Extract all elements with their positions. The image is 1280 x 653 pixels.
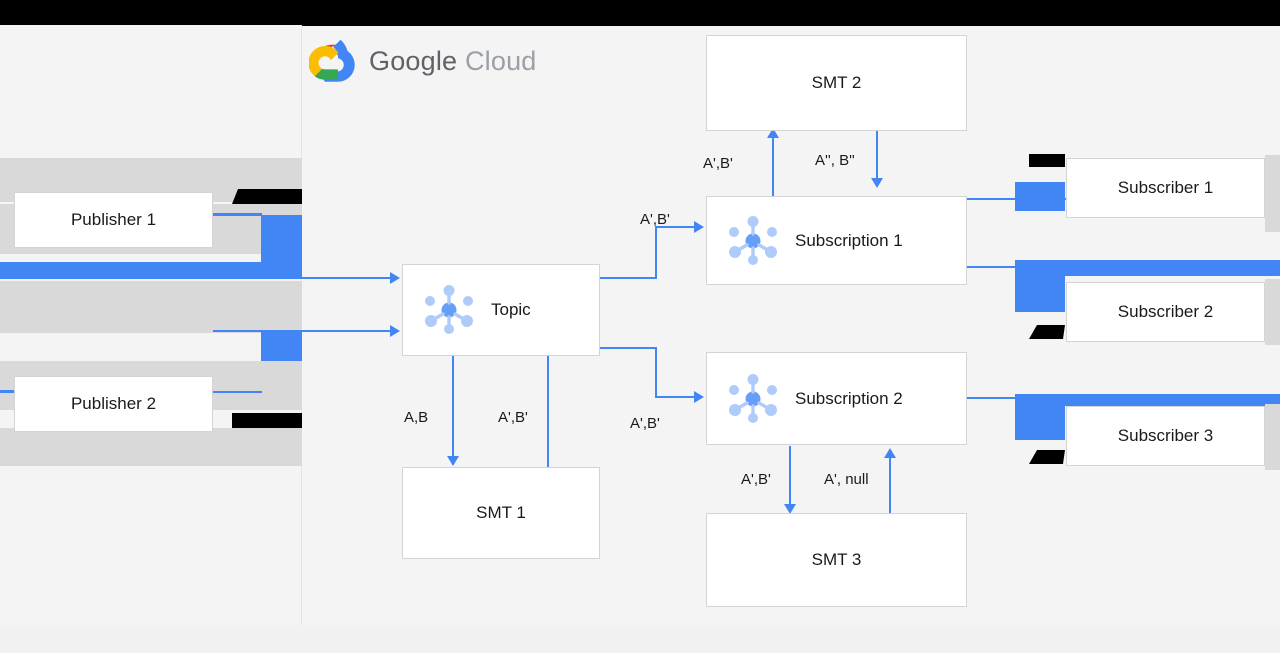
render-artifact-block [1015,262,1065,312]
arrowhead-publisher2-to-topic [390,325,400,337]
edge-subscription1-to-subscriber2 [967,266,1280,268]
brand-word-google: Google [369,45,458,76]
edge-label-smt1-to-topic: A',B' [498,409,528,426]
node-publisher-1-label: Publisher 1 [70,210,157,229]
google-cloud-brand: Google Cloud [309,40,537,82]
node-smt-1[interactable]: SMT 1 [402,467,600,559]
node-smt-1-label: SMT 1 [476,503,526,522]
node-subscription-2-label: Subscription 2 [795,388,903,408]
edge-topic-to-subscription1-seg2 [655,227,657,279]
top-black-bar-notch [302,0,1280,26]
node-subscriber-2[interactable]: Subscriber 2 [1066,282,1265,342]
node-subscription-2[interactable]: Subscription 2 [706,352,967,445]
node-subscriber-1-label: Subscriber 1 [1117,178,1214,197]
render-artifact-block [0,262,302,279]
edge-smt2-to-subscription1 [876,130,878,180]
edge-label-topic-to-subscription2: A',B' [630,415,660,432]
node-subscriber-3-label: Subscriber 3 [1117,426,1214,445]
render-artifact-block [232,413,302,428]
page-bottom-strip [0,625,1280,653]
node-subscription-1[interactable]: Subscription 1 [706,196,967,285]
node-publisher-1[interactable]: Publisher 1 [14,192,213,248]
arrowhead-subscription1-to-smt2 [767,128,779,138]
edge-label-smt2-to-subscription1: A'', B'' [815,152,855,169]
edge-subscription1-to-smt2 [772,136,774,198]
edge-label-topic-to-smt1: A,B [404,409,429,426]
edge-topic-to-subscription2-seg2 [655,347,657,397]
google-cloud-wordmark: Google Cloud [369,46,537,77]
edge-label-subscription2-to-smt3: A',B' [741,471,771,488]
node-subscriber-2-label: Subscriber 2 [1117,302,1214,321]
arrowhead-topic-to-subscription1 [694,221,704,233]
render-artifact-band [1265,155,1280,232]
render-artifact-band [1265,279,1280,345]
node-publisher-2-label: Publisher 2 [70,394,157,413]
edge-label-topic-to-subscription1: A',B' [640,211,670,228]
edge-label-smt3-to-subscription2: A', null [824,471,869,488]
edge-topic-to-subscription2-seg1 [600,347,657,349]
render-artifact-block [1015,396,1065,440]
node-topic[interactable]: Topic [402,264,600,356]
arrowhead-subscription2-to-smt3 [784,504,796,514]
edge-topic-to-smt1 [452,356,454,458]
pubsub-topic-icon [419,282,479,338]
node-smt-2[interactable]: SMT 2 [706,35,967,131]
edge-label-subscription1-to-smt2: A',B' [703,155,733,172]
node-topic-label: Topic [491,300,531,319]
render-artifact-band [0,281,302,333]
arrowhead-smt2-to-subscription1 [871,178,883,188]
edge-subscription2-to-subscriber3 [967,397,1280,399]
render-artifact-band [0,254,302,262]
node-subscription-1-label: Subscription 1 [795,230,903,250]
edge-subscription1-to-subscriber1 [967,198,1067,200]
render-artifact-block [1029,154,1065,167]
node-smt-3[interactable]: SMT 3 [706,513,967,607]
render-artifact-block [232,189,302,204]
node-subscriber-3[interactable]: Subscriber 3 [1066,406,1265,466]
google-cloud-logo-icon [309,40,355,82]
render-artifact-band [1265,404,1280,470]
arrowhead-topic-to-smt1 [447,456,459,466]
edge-publisher1-to-topic [213,277,391,279]
render-artifact-band [0,158,302,193]
render-artifact-block [1015,182,1065,211]
render-artifact-block [1029,450,1065,464]
node-subscriber-1[interactable]: Subscriber 1 [1066,158,1265,218]
render-artifact-band [0,428,302,466]
pubsub-subscription-icon [723,213,783,269]
edge-topic-to-subscription2-seg3 [655,396,695,398]
pubsub-subscription-icon [723,371,783,427]
node-publisher-2[interactable]: Publisher 2 [14,376,213,432]
render-artifact-band [0,333,302,361]
node-smt-3-label: SMT 3 [811,550,862,569]
edge-topic-to-subscription1-seg3 [655,226,695,228]
edge-subscription2-to-smt3 [789,446,791,506]
edge-topic-to-subscription1-seg1 [600,277,657,279]
arrowhead-topic-to-subscription2 [694,391,704,403]
render-artifact-block [261,215,302,278]
render-artifact-block [1015,260,1280,276]
brand-word-cloud: Cloud [464,45,537,76]
edge-smt1-to-topic [547,278,549,468]
render-artifact-block [1029,325,1065,339]
edge-publisher2-to-topic [213,330,391,332]
edge-smt3-to-subscription2 [889,456,891,516]
node-smt-2-label: SMT 2 [811,73,862,92]
arrowhead-smt3-to-subscription2 [884,448,896,458]
arrowhead-publisher1-to-topic [390,272,400,284]
